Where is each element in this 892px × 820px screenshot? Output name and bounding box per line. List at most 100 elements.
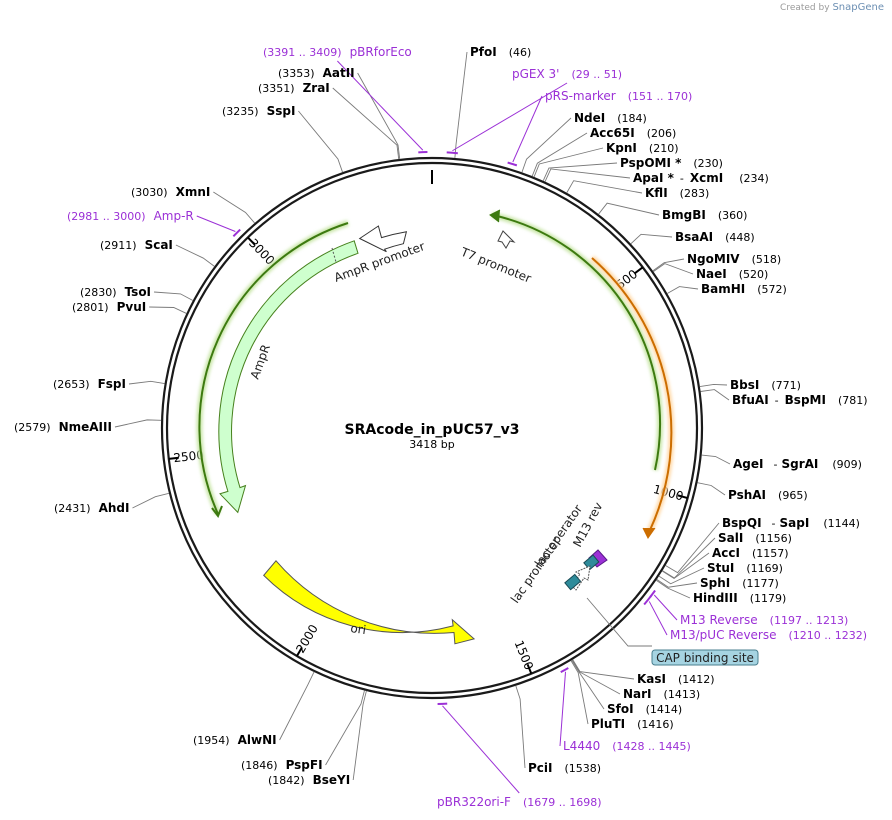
enzyme-leader-bsaai — [630, 233, 673, 245]
primer-leader-pbr322orif — [442, 705, 520, 794]
enzyme-label-bfuai-bspmi[interactable]: BfuAI-BspMI(781) — [732, 393, 868, 407]
enzyme-leader-sfoi — [571, 659, 605, 710]
enzyme-label-bmgbi[interactable]: BmgBI(360) — [662, 208, 747, 222]
enzyme-labels: PfoI(46) NdeI(184) Acc65I(206) KpnI(210)… — [14, 45, 868, 787]
enzyme-label-pcii[interactable]: PciI(1538) — [528, 761, 601, 775]
enzyme-label-scai[interactable]: (2911)ScaI — [100, 238, 173, 252]
primer-label-pbr322ori-f[interactable]: pBR322ori-F(1679 .. 1698) — [437, 795, 602, 809]
enzyme-label-pspomi[interactable]: PspOMI *(230) — [620, 156, 723, 170]
cap-binding-site-label: CAP binding site — [656, 651, 754, 665]
enzyme-leader-zrai — [332, 87, 400, 160]
primer-mark-ampr — [232, 228, 241, 238]
enzyme-label-sali[interactable]: SalI(1156) — [718, 531, 792, 545]
ampr-arrow[interactable] — [218, 240, 359, 514]
enzyme-label-nari[interactable]: NarI(1413) — [623, 687, 700, 701]
cap-site-box[interactable] — [564, 573, 582, 591]
enzyme-label-nmeaiii[interactable]: (2579)NmeAIII — [14, 420, 112, 434]
backbone-outer-strand — [160, 156, 704, 700]
ampr-orf-line[interactable] — [198, 222, 349, 515]
enzyme-label-hindiii[interactable]: HindIII(1179) — [693, 591, 786, 605]
enzyme-label-pshai[interactable]: PshAI(965) — [728, 488, 808, 502]
enzyme-label-pluti[interactable]: PluTI(1416) — [591, 717, 674, 731]
primer-label-pgex3[interactable]: pGEX 3'(29 .. 51) — [512, 67, 622, 81]
right-orf-arrowhead — [489, 209, 501, 223]
ampr-label: AmpR — [248, 343, 273, 381]
enzyme-label-sphi[interactable]: SphI(1177) — [700, 576, 779, 590]
enzyme-label-ahdi[interactable]: (2431)AhdI — [54, 501, 129, 515]
primer-label-pbrforeco[interactable]: (3391 .. 3409)pBRforEco — [263, 45, 412, 59]
orange-orf-arrowhead — [642, 527, 656, 539]
enzyme-label-xmni[interactable]: (3030)XmnI — [131, 185, 210, 199]
enzyme-leader-kasi — [572, 659, 635, 680]
primer-mark-pgex3 — [446, 151, 458, 155]
enzyme-leader-pcii — [515, 685, 526, 769]
enzyme-label-bamhi[interactable]: BamHI(572) — [701, 282, 787, 296]
primer-leader-pbrforeco — [337, 60, 424, 151]
enzyme-leader-kpni — [533, 147, 604, 178]
enzyme-label-bseyi[interactable]: (1842)BseYI — [268, 773, 350, 787]
cap-binding-site-badge[interactable] — [651, 649, 759, 666]
enzyme-label-bbsi[interactable]: BbsI(771) — [730, 378, 801, 392]
enzyme-label-acc65i[interactable]: Acc65I(206) — [590, 126, 676, 140]
enzyme-label-kpni[interactable]: KpnI(210) — [606, 141, 679, 155]
ori-arrow[interactable] — [263, 560, 476, 645]
enzyme-leader-ahdi — [132, 492, 170, 509]
enzyme-label-ndei[interactable]: NdeI(184) — [574, 111, 647, 125]
orange-orf-line[interactable] — [591, 257, 673, 531]
ampr-orf-arrowhead — [211, 505, 223, 519]
primer-leader-l4440 — [559, 671, 567, 747]
leader-line-group — [114, 51, 731, 781]
enzyme-label-aatii[interactable]: (3353)AatII — [278, 66, 355, 80]
enzyme-label-ngomiv[interactable]: NgoMIV(518) — [687, 252, 781, 266]
right-orf-line[interactable] — [496, 215, 662, 471]
primer-mark-l4440 — [560, 667, 569, 674]
enzyme-label-zrai[interactable]: (3351)ZraI — [258, 81, 330, 95]
enzyme-leader-bamhi — [667, 286, 699, 294]
enzyme-label-pfoi[interactable]: PfoI(46) — [470, 45, 531, 59]
enzyme-label-bsaai[interactable]: BsaAI(448) — [675, 230, 755, 244]
enzyme-leader-bmgbi — [598, 202, 660, 216]
enzyme-label-sspi[interactable]: (3235)SspI — [222, 104, 295, 118]
enzyme-label-fspi[interactable]: (2653)FspI — [53, 377, 126, 391]
tick-label-2500: 2500 — [173, 448, 205, 465]
primer-label-amp-r[interactable]: (2981 .. 3000)Amp-R — [67, 209, 194, 223]
primer-label-m13-puc-reverse[interactable]: M13/pUC Reverse(1210 .. 1232) — [670, 628, 867, 642]
enzyme-label-agei-sgrai[interactable]: AgeI-SgrAI(909) — [733, 457, 862, 471]
plasmid-size: 3418 bp — [409, 438, 454, 451]
enzyme-label-tsoi[interactable]: (2830)TsoI — [80, 285, 151, 299]
enzyme-label-apai-xcmi[interactable]: ApaI *-XcmI(234) — [633, 171, 769, 185]
lac-operator-box[interactable] — [583, 554, 600, 571]
primer-label-l4440[interactable]: L4440(1428 .. 1445) — [563, 739, 691, 753]
enzyme-label-sfoi[interactable]: SfoI(1414) — [607, 702, 682, 716]
snapgene-logo-text: SnapGene — [832, 2, 884, 13]
primer-mark-group — [196, 60, 678, 794]
enzyme-label-bspqi-sapi[interactable]: BspQI-SapI(1144) — [722, 516, 860, 530]
cap-leader-line — [586, 597, 652, 647]
primer-label-m13-reverse[interactable]: M13 Reverse(1197 .. 1213) — [680, 613, 848, 627]
enzyme-label-alwni[interactable]: (1954)AlwNI — [193, 733, 277, 747]
enzyme-label-stui[interactable]: StuI(1169) — [707, 561, 783, 575]
ori-label: ori — [350, 621, 367, 637]
enzyme-label-kfli[interactable]: KflI(283) — [645, 186, 709, 200]
primer-labels: (3391 .. 3409)pBRforEco pGEX 3'(29 .. 51… — [67, 45, 867, 809]
enzyme-leader-stui — [658, 567, 705, 585]
tick-mark-2500 — [168, 456, 179, 460]
lac-promoter-label: lac promoter — [508, 535, 564, 606]
enzyme-leader-alwni — [279, 671, 315, 741]
t7-promoter-arrow[interactable] — [497, 230, 516, 249]
enzyme-leader-ngomiv — [652, 258, 685, 272]
primer-mark-m13pucreverse — [643, 595, 652, 606]
enzyme-leader-aatii — [357, 72, 401, 159]
enzyme-label-naei[interactable]: NaeI(520) — [696, 267, 768, 281]
backbone-inner-strand — [165, 161, 699, 695]
ampr-promoter-arrow[interactable] — [358, 225, 408, 253]
enzyme-leader-hindiii — [655, 579, 691, 599]
tick-mark-2000 — [296, 646, 303, 657]
primer-label-prs-marker[interactable]: pRS-marker(151 .. 170) — [545, 89, 692, 103]
enzyme-label-pvui[interactable]: (2801)PvuI — [72, 300, 146, 314]
enzyme-label-acci[interactable]: AccI(1157) — [712, 546, 789, 560]
enzyme-label-pspfi[interactable]: (1846)PspFI — [241, 758, 323, 772]
enzyme-leader-tsoi — [153, 291, 194, 301]
enzyme-label-kasi[interactable]: KasI(1412) — [637, 672, 715, 686]
